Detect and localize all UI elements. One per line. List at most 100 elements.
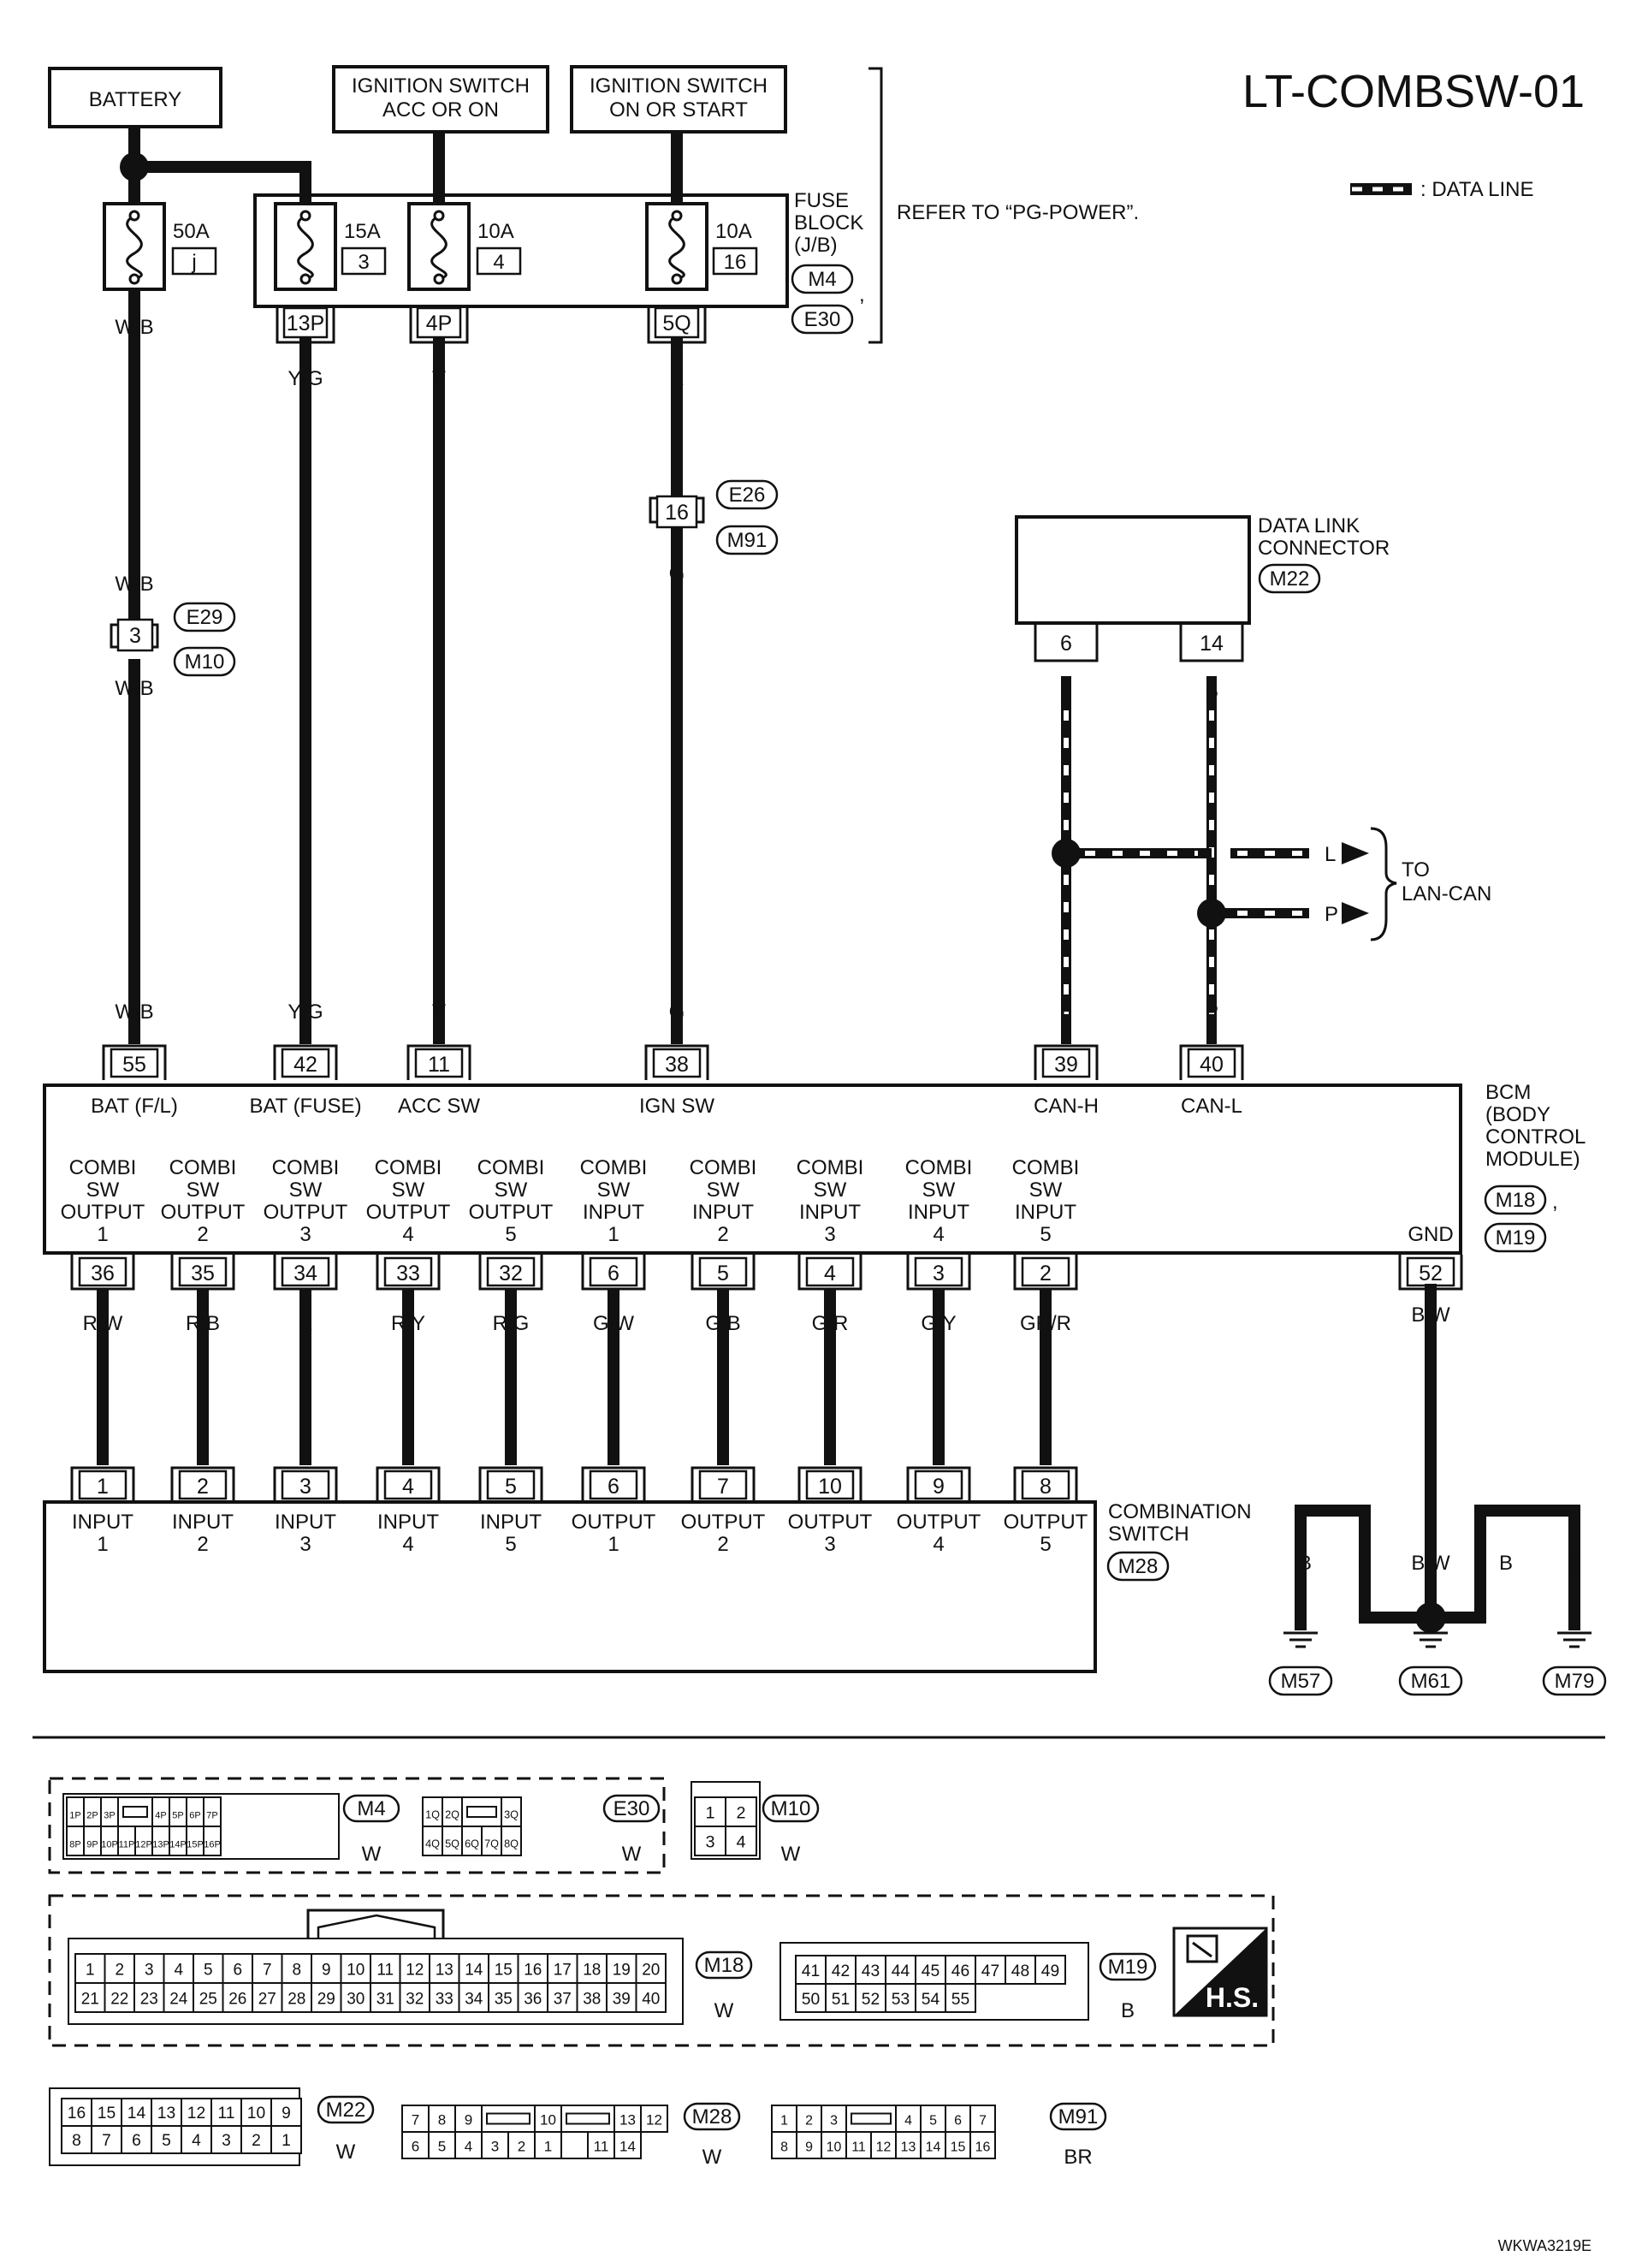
fuse-10a-acc-num: 4	[493, 251, 504, 274]
connector-m10-color: W	[781, 1843, 801, 1866]
bcm-bottom-label-10-line2: SW	[1029, 1179, 1063, 1202]
connector-group-1-frame	[48, 1777, 666, 1874]
wire-label-combi-7: G/B	[705, 1312, 740, 1335]
bcm-pin-label-55: BAT (F/L)	[91, 1095, 178, 1118]
connector-m4-id: M4	[357, 1797, 385, 1820]
wire-label-gnd-3: B/W	[1411, 1552, 1450, 1575]
bcm-gnd-pin-number: 52	[1419, 1262, 1443, 1285]
connector-e30-cavity-2Q: 2Q	[445, 1808, 459, 1820]
connector-m18-cavity-34: 34	[465, 1990, 483, 2008]
connector-m18-cavity-18: 18	[583, 1961, 601, 1979]
connector-m4-cavity-12P: 12P	[135, 1839, 152, 1849]
bcm-bottom-label-9-line1: COMBI	[905, 1156, 973, 1179]
connector-m18-cavity-20: 20	[642, 1961, 660, 1979]
connector-m28-cavity-5: 5	[438, 2138, 446, 2154]
connector-m19-cavity-47: 47	[981, 1962, 999, 1980]
bcm-pin-42-number: 42	[293, 1053, 317, 1077]
bcm-pin-38-number: 38	[665, 1053, 689, 1077]
bcm-pin-11-number: 11	[428, 1053, 450, 1077]
ground-symbol-M61: M61	[1398, 1631, 1463, 1696]
can-h-splice	[1052, 839, 1081, 868]
refer-pg-power: REFER TO “PG-POWER”.	[897, 201, 1139, 224]
bcm-bottom-label-5-line1: COMBI	[477, 1156, 545, 1179]
connector-m91-cavity-10: 10	[827, 2140, 842, 2154]
bcm-conn-1: M18	[1496, 1189, 1536, 1212]
joint-connector-e26-m91: 16 E26 M91	[649, 479, 779, 555]
connector-m18-cavity-13: 13	[436, 1961, 453, 1979]
bcm-bottom-label-10-line4: 5	[1040, 1223, 1051, 1246]
connector-m4-cavity-11P: 11P	[119, 1839, 135, 1849]
combi-pin-label-7-line2: 2	[717, 1533, 728, 1556]
ign-acc-line2: ACC OR ON	[382, 98, 499, 122]
to-lan-arrow-p	[1342, 902, 1369, 924]
combi-pin-label-9-line2: 4	[933, 1533, 944, 1556]
connector-m91-cavity-2: 2	[805, 2113, 813, 2128]
bcm-bottom-pin-34: 34	[273, 1255, 338, 1291]
wire-label-v-1: V	[432, 367, 446, 390]
bcm-bottom-label-4-line3: OUTPUT	[366, 1201, 451, 1224]
wire-label-gnd-4: B	[1499, 1552, 1513, 1575]
connector-m28-cavity-9: 9	[465, 2111, 472, 2128]
connector-m19-cavity-44: 44	[892, 1962, 910, 1980]
connector-m18-cavity-7: 7	[263, 1961, 272, 1979]
connector-m28-id: M28	[692, 2105, 732, 2128]
connector-m19-cavity-50: 50	[802, 1991, 820, 2009]
connector-m18-cavity-23: 23	[140, 1990, 158, 2008]
bcm-bottom-label-3-line1: COMBI	[272, 1156, 340, 1179]
bcm-pin-label-40: CAN-L	[1181, 1095, 1242, 1118]
connector-m10-cavity-2: 2	[736, 1803, 745, 1822]
connector-m18-cavity-32: 32	[406, 1990, 424, 2008]
ground-splice	[1415, 1602, 1446, 1633]
wire-label-v-2: V	[432, 1000, 446, 1024]
wire-label-combi-4: R/Y	[391, 1312, 425, 1335]
connector-group-2-frame	[48, 1894, 1275, 2047]
connector-m18-id: M18	[704, 1954, 744, 1977]
ground-label-2: M61	[1411, 1670, 1451, 1693]
connector-m91-id: M91	[1058, 2105, 1099, 2128]
bcm-bottom-label-1-line4: 1	[97, 1223, 108, 1246]
wire-label-can-l-top: P	[1205, 686, 1218, 709]
connector-m91-cavity-3: 3	[830, 2113, 838, 2128]
bcm-bottom-label-6-line3: INPUT	[583, 1201, 644, 1224]
connector-m4-cavity-10P: 10P	[101, 1839, 118, 1849]
connector-m22-cavity-6: 6	[132, 2132, 141, 2150]
connector-m19-cavity-41: 41	[802, 1962, 820, 1980]
connector-m4-cavity-8P: 8P	[69, 1839, 80, 1849]
bcm-bottom-label-2-line2: SW	[187, 1179, 220, 1202]
connector-m4-cavity-6P: 6P	[189, 1810, 200, 1820]
bcm-bottom-label-10-line3: INPUT	[1015, 1201, 1076, 1224]
bcm-bottom-label-7-line3: INPUT	[692, 1201, 754, 1224]
connector-m28-cavity-14: 14	[619, 2138, 636, 2154]
dlc-pin-l: 14	[1200, 632, 1224, 656]
connector-m18-cavity-6: 6	[233, 1961, 242, 1979]
connector-m18-cavity-19: 19	[613, 1961, 631, 1979]
to-lan-l-label: L	[1325, 843, 1336, 866]
bcm-title-3: CONTROL	[1485, 1125, 1586, 1149]
combi-pin-9: 9	[906, 1466, 971, 1502]
connector-m18-cavity-5: 5	[204, 1961, 213, 1979]
connector-m91-cavity-15: 15	[951, 2140, 966, 2154]
connector-m19-id: M19	[1108, 1956, 1148, 1979]
harness-side-icon: H.S.	[1172, 1927, 1268, 2017]
bcm-bottom-label-8-line1: COMBI	[797, 1156, 864, 1179]
connector-m19-cavity-51: 51	[832, 1991, 850, 2009]
connector-m4-cavity-5P: 5P	[172, 1810, 183, 1820]
combi-pin-label-10-line2: 3	[824, 1533, 835, 1556]
connector-m18-cavity-12: 12	[406, 1961, 424, 1979]
joint-1-conn-2: M10	[185, 650, 225, 674]
fuse-block: FUSE BLOCK (J/B) M4 , E30 REFER TO “PG-P…	[103, 67, 1139, 344]
connector-m4-cavity-2P: 2P	[86, 1810, 98, 1820]
bcm-bottom-pin-5: 5	[691, 1255, 756, 1291]
wire-battery-to-15a	[134, 161, 311, 204]
bcm-title-4: MODULE)	[1485, 1148, 1580, 1171]
ground-label-3: M79	[1555, 1670, 1595, 1693]
combi-pin-8: 8	[1013, 1466, 1078, 1502]
to-lan-arrow-l	[1342, 842, 1369, 864]
joint-connector-e29-m10: 3 E29 M10	[110, 602, 236, 677]
connector-m18-cavity-11: 11	[376, 1961, 394, 1979]
